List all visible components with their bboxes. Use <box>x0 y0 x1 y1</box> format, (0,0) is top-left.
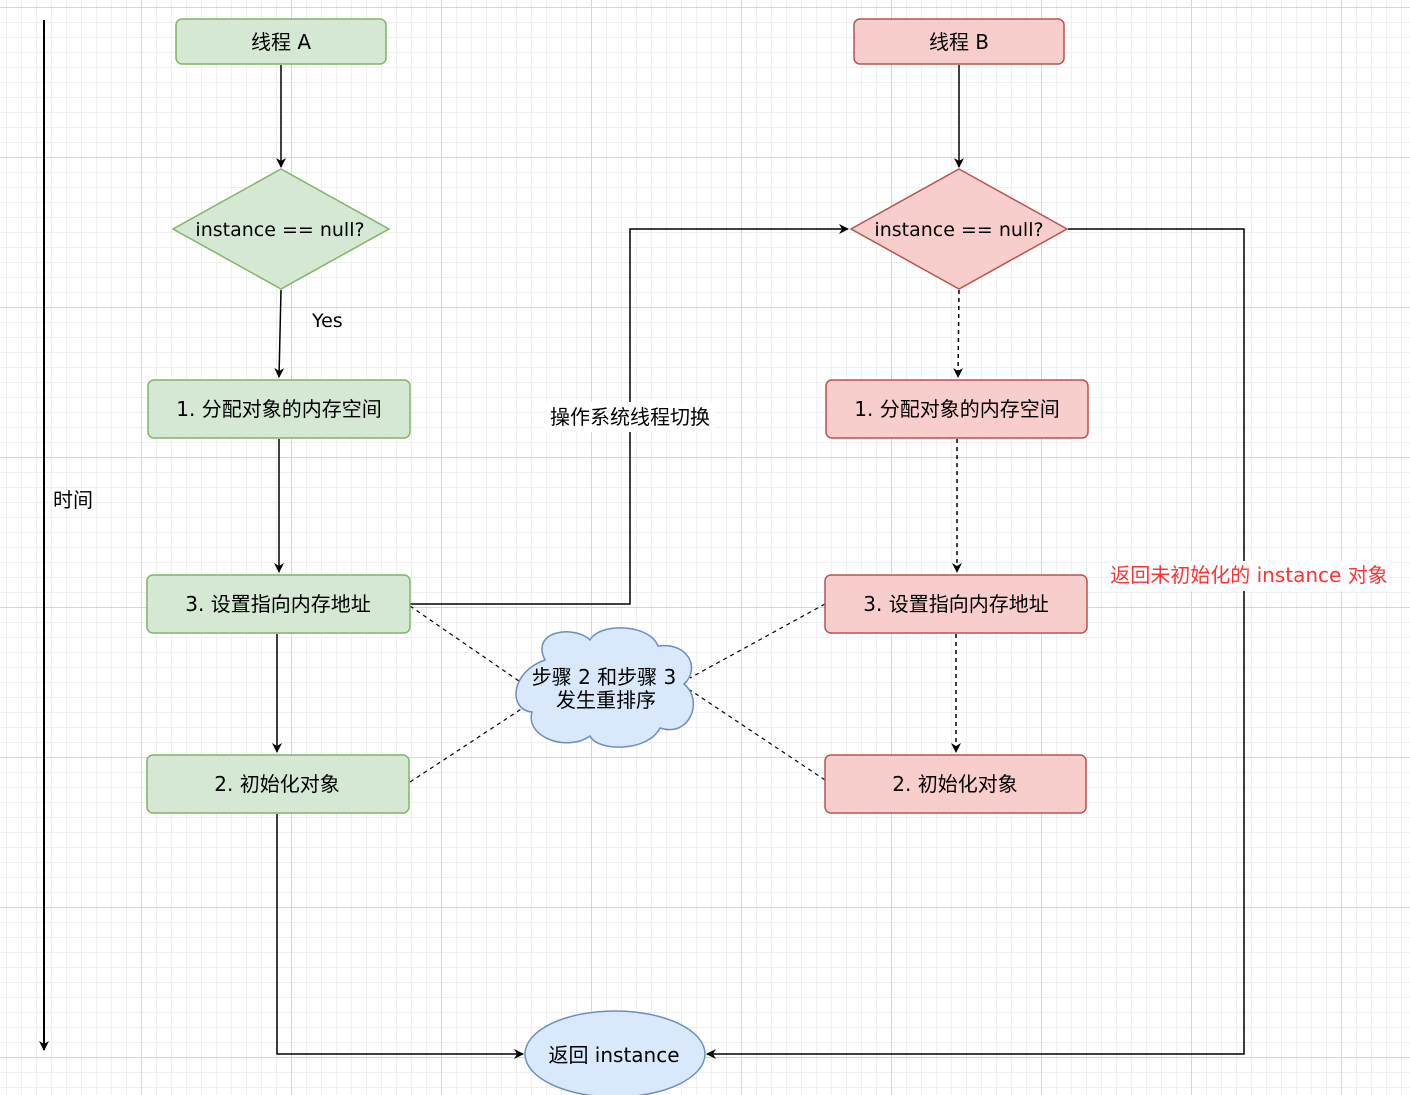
dashed-a-step3-to-cloud <box>409 605 533 691</box>
thread-a-title-node: 线程 A <box>175 18 387 65</box>
svg-text:1. 分配对象的内存空间: 1. 分配对象的内存空间 <box>854 397 1059 421</box>
dashed-a-step2-to-cloud <box>409 701 533 783</box>
dashed-b-step2-to-cloud <box>689 689 826 781</box>
svg-text:instance == null?: instance == null? <box>874 219 1043 241</box>
svg-text:返回未初始化的 instance 对象: 返回未初始化的 instance 对象 <box>1110 563 1387 587</box>
svg-text:1. 分配对象的内存空间: 1. 分配对象的内存空间 <box>176 397 381 421</box>
svg-text:instance == null?: instance == null? <box>195 219 364 241</box>
svg-text:3. 设置指向内存地址: 3. 设置指向内存地址 <box>185 592 370 616</box>
svg-text:发生重排序: 发生重排序 <box>556 688 656 712</box>
connector-b-check-to-step1 <box>953 289 964 378</box>
svg-text:操作系统线程切换: 操作系统线程切换 <box>550 405 710 429</box>
connector-a-step2-to-return <box>276 814 524 1059</box>
thread-b-step3-node: 3. 设置指向内存地址 <box>824 574 1088 634</box>
thread-switch-label: 操作系统线程切换 <box>544 402 716 432</box>
connector-a-check-to-step1 <box>274 289 285 378</box>
time-axis-label: 时间 <box>53 488 93 512</box>
svg-text:3. 设置指向内存地址: 3. 设置指向内存地址 <box>863 592 1048 616</box>
thread-a-step1-node: 1. 分配对象的内存空间 <box>147 379 411 439</box>
svg-text:线程 B: 线程 B <box>929 30 989 54</box>
thread-b-check-node: instance == null? <box>849 168 1069 290</box>
thread-b-step1-node: 1. 分配对象的内存空间 <box>825 379 1089 439</box>
reorder-cloud: 步骤 2 和步骤 3 发生重排序 <box>515 627 695 748</box>
thread-a-check-node: instance == null? <box>171 168 391 290</box>
thread-b-title-node: 线程 B <box>853 18 1065 65</box>
svg-text:2. 初始化对象: 2. 初始化对象 <box>214 772 339 796</box>
thread-a-step2-node: 2. 初始化对象 <box>146 754 410 814</box>
connector-b-return-uninit <box>706 228 1245 1059</box>
svg-text:2. 初始化对象: 2. 初始化对象 <box>892 772 1017 796</box>
return-instance-node: 返回 instance <box>524 1010 706 1095</box>
svg-text:返回 instance: 返回 instance <box>548 1043 679 1067</box>
yes-label: Yes <box>311 310 343 332</box>
svg-text:步骤 2 和步骤 3: 步骤 2 和步骤 3 <box>532 665 677 689</box>
return-uninitialized-label: 返回未初始化的 instance 对象 <box>1108 561 1390 591</box>
thread-b-step2-node: 2. 初始化对象 <box>824 754 1087 814</box>
svg-text:线程 A: 线程 A <box>251 30 311 54</box>
dashed-b-step3-to-cloud <box>689 603 826 679</box>
thread-a-step3-node: 3. 设置指向内存地址 <box>146 574 411 634</box>
